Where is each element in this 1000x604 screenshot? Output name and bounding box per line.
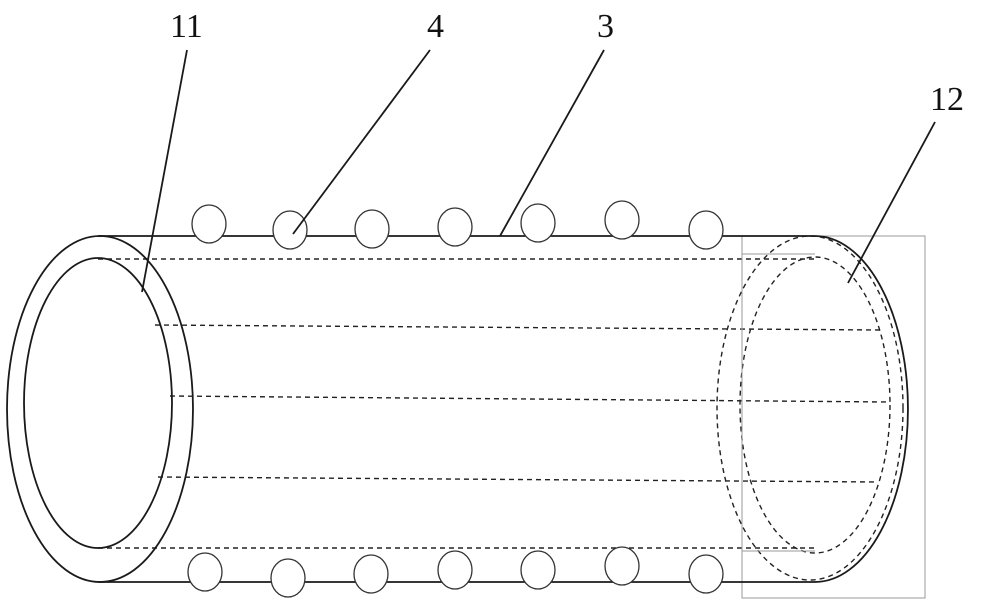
- bump: [191, 204, 227, 244]
- bump: [520, 550, 556, 590]
- end-detail-box: [741, 235, 926, 599]
- tube-body: [98, 235, 909, 583]
- bump: [520, 203, 556, 243]
- leader-lines: [141, 49, 936, 293]
- label-12: 12: [930, 81, 964, 118]
- inner-dashed-lines: [98, 258, 889, 549]
- left-end-ring: [6, 235, 194, 583]
- label-11: 11: [170, 8, 203, 45]
- bump: [604, 546, 640, 586]
- bump: [688, 554, 724, 594]
- bump: [270, 558, 306, 598]
- bump: [272, 210, 308, 250]
- label-3: 3: [597, 8, 614, 45]
- leader-11: [141, 49, 188, 293]
- leader-4: [292, 49, 431, 235]
- bumps-top: [191, 200, 724, 250]
- right-end-hidden-edges: [716, 235, 904, 581]
- bump: [187, 552, 223, 592]
- bumps-bottom: [187, 546, 724, 598]
- bump: [688, 210, 724, 250]
- bump: [437, 207, 473, 247]
- leader-12: [847, 121, 936, 284]
- leader-3: [499, 49, 605, 237]
- bump: [604, 200, 640, 240]
- bump: [354, 209, 390, 249]
- bump: [437, 550, 473, 590]
- label-4: 4: [427, 8, 444, 45]
- bump: [353, 554, 389, 594]
